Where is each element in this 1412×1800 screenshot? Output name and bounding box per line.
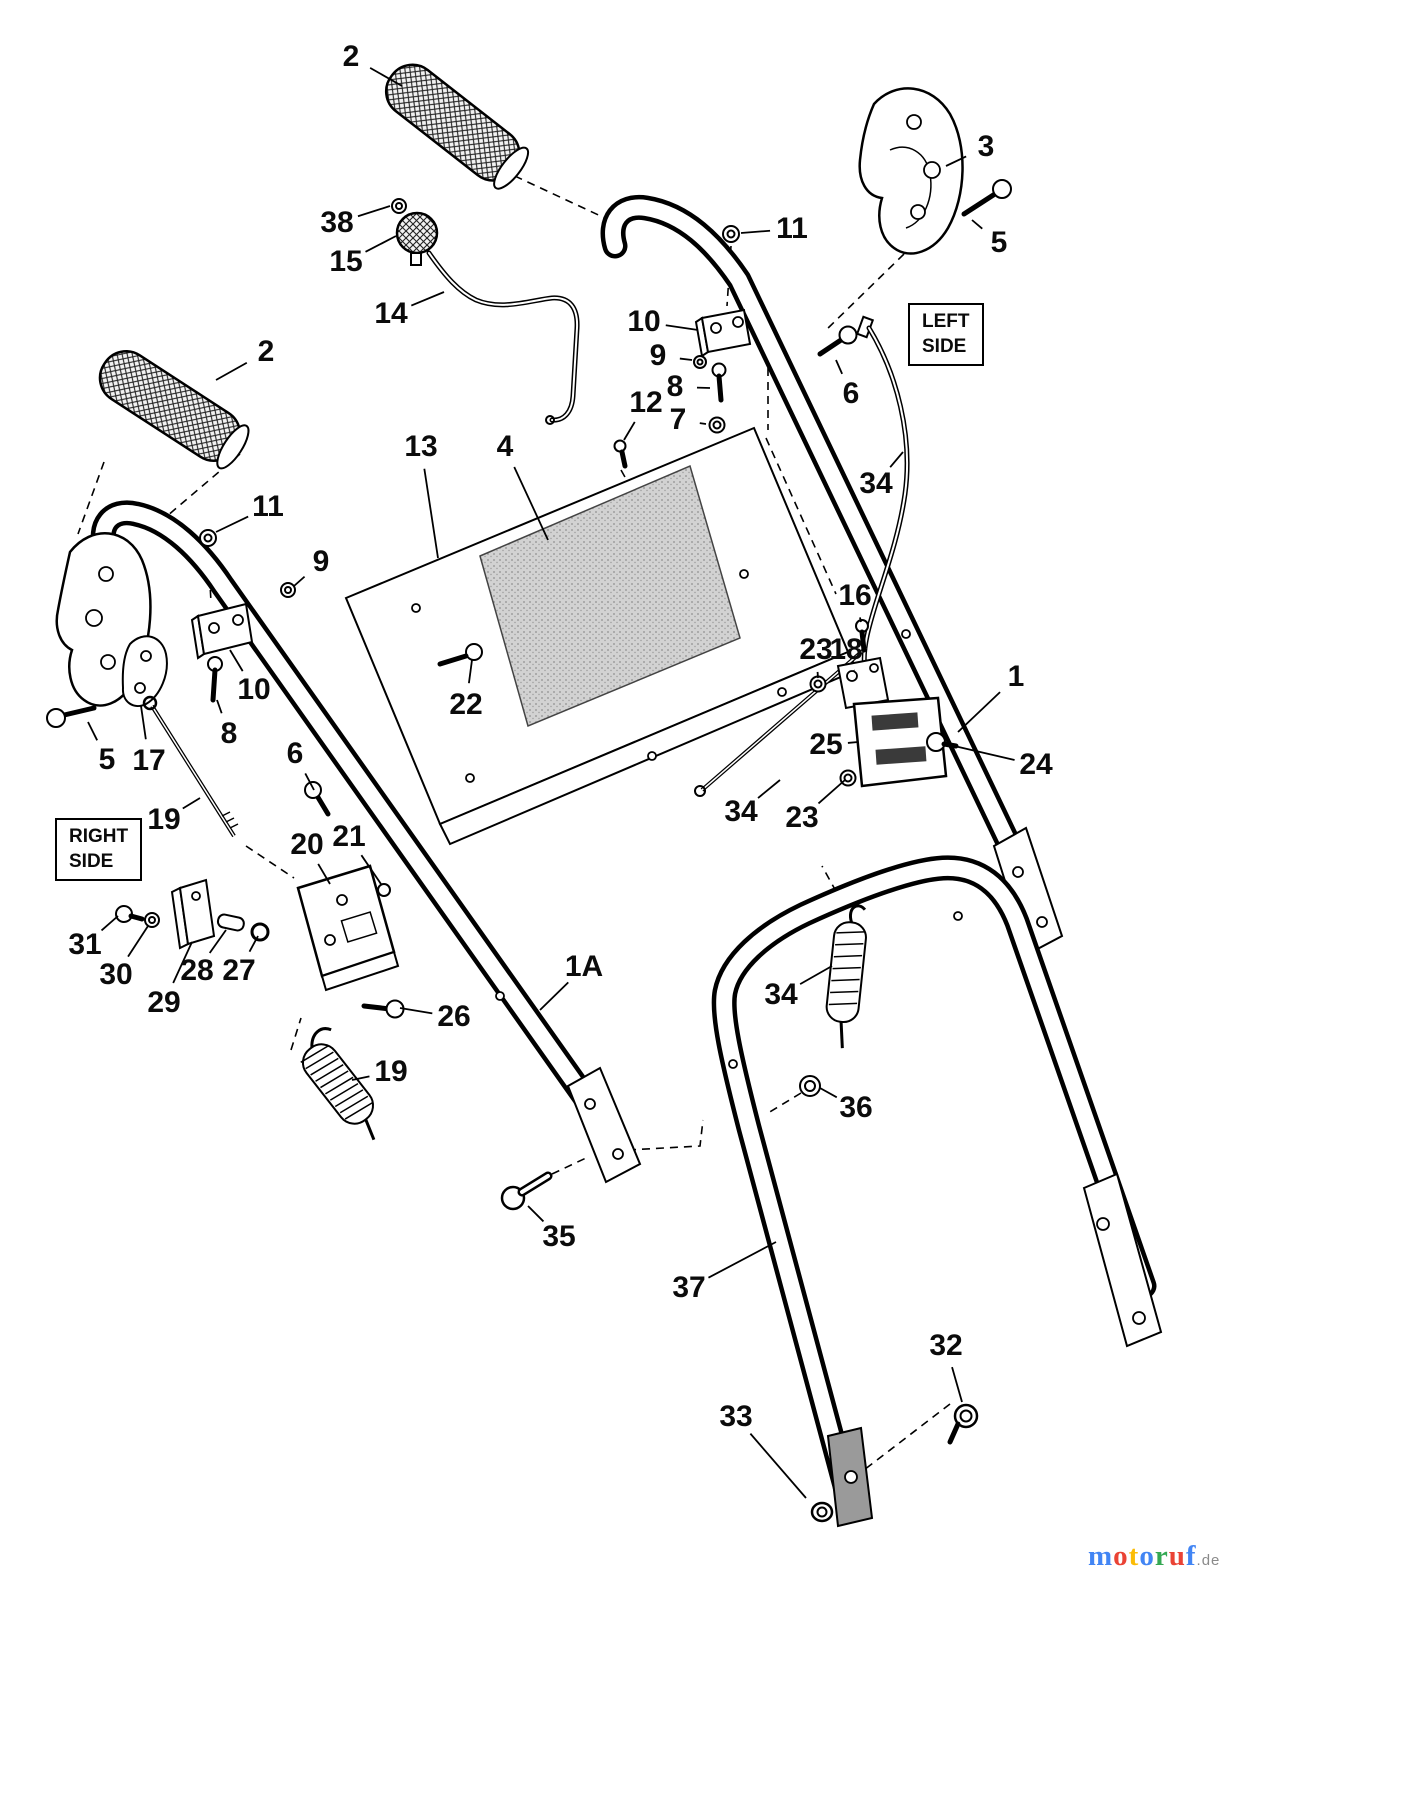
- leader-line-22: [468, 659, 473, 684]
- choke-knob-and-rod: [391, 198, 580, 425]
- leader-line-8: [216, 699, 223, 714]
- watermark-motoruf: motoruf.de: [1088, 1540, 1220, 1573]
- leader-line-11: [740, 229, 771, 234]
- leader-line-5: [87, 721, 98, 741]
- side-label-0: LEFT SIDE: [908, 303, 984, 367]
- watermark-letter: f: [1185, 1540, 1197, 1572]
- leader-line-34: [757, 779, 781, 799]
- idle-bracket-assembly: [115, 864, 405, 1019]
- extension-spring-left: [825, 904, 867, 1049]
- leader-line-19: [351, 1075, 370, 1081]
- leader-line-23: [817, 779, 846, 805]
- leader-line-1: [957, 691, 1001, 733]
- top-bracket-and-fasteners: [613, 225, 875, 469]
- leader-line-16: [859, 617, 862, 623]
- leader-line-20: [317, 863, 331, 885]
- leader-line-14: [410, 291, 445, 307]
- leader-line-19: [182, 797, 201, 810]
- leader-line-6: [304, 773, 315, 791]
- leader-line-27: [248, 935, 259, 953]
- mount-bracket-left-side: [858, 87, 1012, 255]
- mount-bracket-right-side: [46, 529, 331, 817]
- watermark-letter: o: [1139, 1540, 1155, 1572]
- bottom-hardware: [500, 1075, 979, 1523]
- leader-line-5: [971, 219, 983, 230]
- leader-line-31: [100, 915, 119, 932]
- watermark-letter: o: [1113, 1540, 1129, 1572]
- leader-line-10: [229, 649, 244, 672]
- leader-line-11: [215, 515, 249, 533]
- latch-assembly: [809, 619, 959, 788]
- leader-line-4: [513, 466, 549, 541]
- watermark-suffix: .de: [1196, 1552, 1221, 1569]
- leader-line-38: [357, 205, 391, 218]
- side-label-1: RIGHT SIDE: [55, 818, 143, 882]
- leader-line-17: [140, 705, 147, 740]
- watermark-letter: m: [1088, 1540, 1114, 1572]
- watermark-letter: r: [1154, 1540, 1169, 1572]
- leader-line-29: [172, 941, 193, 984]
- leader-line-28: [208, 929, 227, 954]
- leader-line-12: [623, 421, 636, 441]
- leader-line-6: [835, 359, 843, 375]
- leader-line-33: [749, 1433, 807, 1499]
- leader-line-2: [369, 67, 403, 87]
- leader-line-2: [215, 361, 248, 381]
- leader-line-10: [665, 324, 699, 331]
- leader-line-36: [819, 1087, 838, 1099]
- leader-line-30: [127, 925, 149, 958]
- watermark-letter: t: [1128, 1540, 1140, 1572]
- panel-screw: [437, 643, 483, 667]
- extension-spring-right: [300, 1027, 376, 1141]
- leader-line-13: [423, 468, 439, 559]
- leader-line-9: [293, 575, 306, 587]
- leader-line-37: [708, 1241, 777, 1279]
- lower-handle-tube: [711, 855, 1163, 1528]
- leader-line-26: [399, 1007, 433, 1015]
- leader-line-7: [699, 422, 707, 425]
- leader-line-35: [527, 1205, 545, 1223]
- leader-line-32: [951, 1366, 963, 1403]
- control-panel: [344, 426, 859, 846]
- leader-line-3: [945, 155, 967, 167]
- leader-line-24: [949, 744, 1015, 761]
- leader-line-34: [889, 451, 904, 468]
- leader-line-21: [360, 854, 382, 885]
- leader-line-25: [847, 741, 859, 744]
- leader-line-1A: [539, 981, 569, 1011]
- leader-line-15: [365, 235, 397, 253]
- hand-grip-left: [98, 350, 250, 470]
- upper-handle-left-tube: [600, 194, 1064, 956]
- leader-line-9: [679, 357, 693, 361]
- watermark-letter: u: [1168, 1540, 1186, 1572]
- upper-handle-right-tube: [90, 500, 642, 1184]
- link-rod: [142, 695, 239, 838]
- hand-grip-top: [384, 63, 530, 190]
- leader-line-34: [799, 965, 833, 985]
